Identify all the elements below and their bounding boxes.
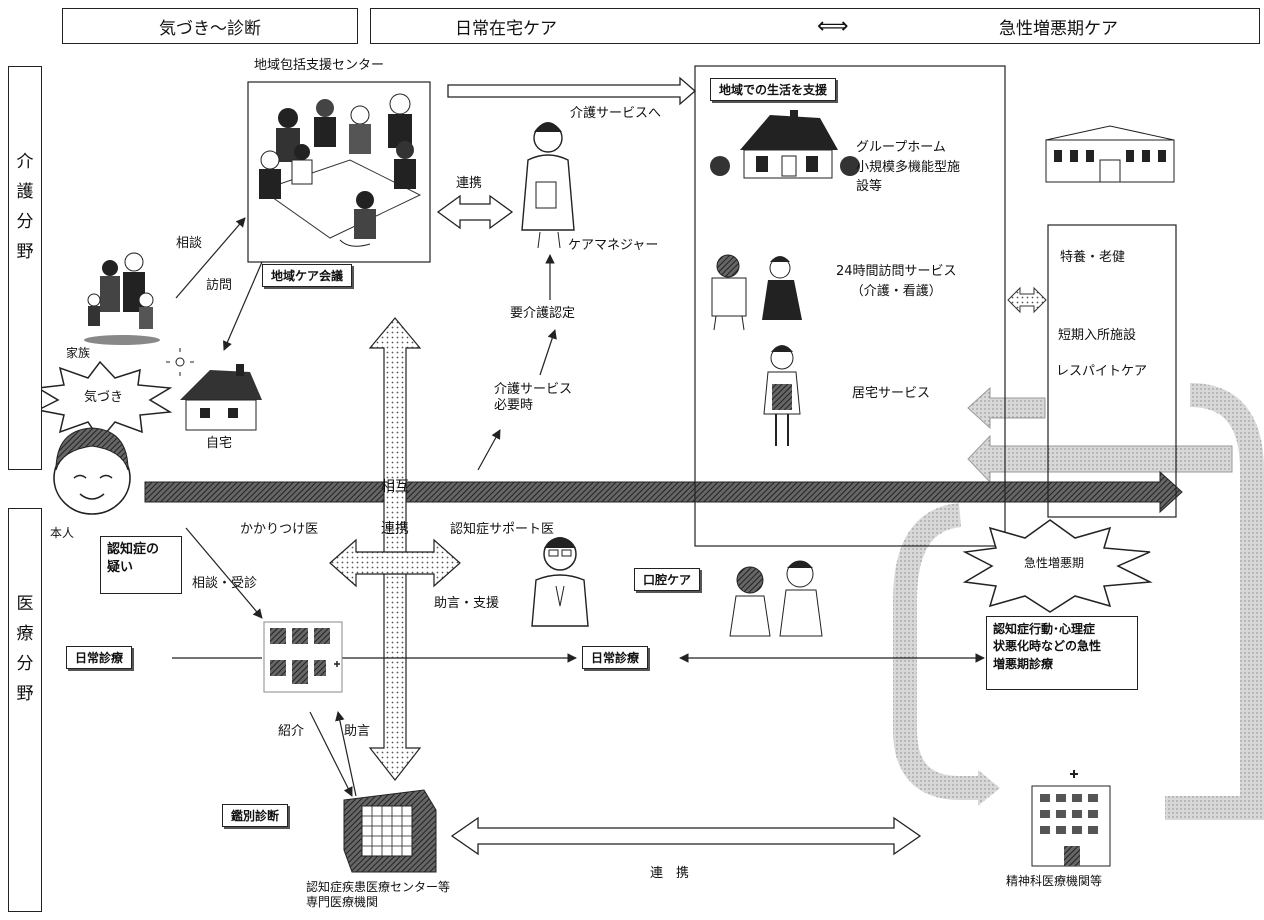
acute-care-text: 認知症行動･心理症 状悪化時などの急性 増悪期診療: [993, 622, 1102, 671]
phase-header-acute-label: 急性増悪期ケア: [999, 18, 1118, 39]
community-support-title: 地域での生活を支援: [710, 78, 837, 101]
acute-burst: [962, 519, 1153, 613]
home-label: 自宅: [206, 436, 233, 451]
respite-label: レスパイトケア: [1056, 364, 1148, 379]
home-service-label: 居宅サービス: [852, 386, 931, 401]
differential-diagnosis-label: 鑑別診断: [222, 804, 289, 827]
mutual-coop-label: 相互連携: [381, 479, 409, 537]
care-manager-label: ケアマネジャー: [568, 238, 659, 253]
visit-label: 訪問: [206, 278, 233, 293]
daily-care-mid-label: 日常診療: [582, 646, 649, 669]
coop-arrow-upper: [436, 194, 514, 230]
side-label-care-text: 介護分野: [16, 152, 34, 262]
need-arrow: [539, 329, 557, 376]
home-visit-illustration: [711, 254, 802, 331]
timeline-to-need-arrow: [477, 429, 501, 471]
visit-arrow: [223, 261, 263, 351]
referral-arrow: [309, 711, 353, 797]
medical-center-illustration: [343, 789, 437, 873]
phase-header-home-care: 日常在宅ケア ⟺ 急性増悪期ケア: [370, 8, 1260, 44]
acute-loop-inner-head: [978, 770, 1000, 806]
consult-arrow: [175, 217, 246, 299]
return-arrow-upper: [967, 386, 1046, 430]
visit24-label: 24時間訪問サービス （介護・看護）: [836, 264, 957, 299]
meeting-illustration: [247, 81, 431, 263]
phase-header-diagnosis: 気づき〜診断: [62, 8, 358, 44]
acute-loop-inner: [893, 503, 978, 800]
acute-care-box: 認知症行動･心理症 状悪化時などの急性 増悪期診療: [986, 616, 1138, 690]
referral-label: 紹介: [278, 724, 305, 739]
psychiatric-label: 精神科医療機関等: [1006, 874, 1103, 888]
facility-link-arrow: [1007, 286, 1047, 314]
phase-header-home-care-label: 日常在宅ケア: [455, 18, 557, 39]
when-needed-label: 介護サービス 必要時: [494, 382, 573, 414]
advice-support-label: 助言・支援: [434, 596, 500, 611]
mutual-arrow: [368, 317, 422, 781]
coop-arrow-bottom: [450, 816, 922, 856]
phase-double-arrow-icon: ⟺: [817, 13, 849, 39]
nursing-facility-label: 特養・老健: [1060, 250, 1126, 265]
suspected-dementia-text: 認知症の 疑い: [107, 542, 160, 575]
support-doctor-illustration: [531, 537, 589, 627]
oral-care-label: 口腔ケア: [634, 568, 701, 591]
side-label-medical: 医療分野: [8, 508, 42, 912]
acute-loop-outer: [1165, 383, 1264, 820]
advice-arrow: [335, 711, 357, 797]
acute-phase-label: 急性増悪期: [1024, 556, 1085, 570]
care-manager-figure: [521, 122, 575, 249]
support-doctor-label: 認知症サポート医: [450, 522, 555, 537]
to-service-label: 介護サービスへ: [570, 106, 662, 121]
medical-center-label: 認知症疾患医療センター等 専門医療機関: [306, 880, 451, 909]
coop-upper-label: 連携: [456, 176, 483, 191]
daily-care-left-label: 日常診療: [66, 646, 133, 669]
phase-header-diagnosis-label: 気づき〜診断: [159, 18, 261, 39]
to-service-arrow: [447, 76, 696, 106]
suspect-arrow: [185, 527, 263, 619]
advice-label: 助言: [344, 724, 371, 739]
family-label: 家族: [66, 346, 91, 360]
group-home-illustration: [710, 110, 860, 179]
cross-arrow: [329, 538, 461, 588]
home-illustration: [166, 348, 262, 431]
timeline-arrow: [144, 470, 1183, 514]
patient-label: 本人: [50, 526, 75, 540]
consult-label: 相談: [176, 236, 203, 251]
facility-box: [1047, 224, 1177, 518]
group-home-label: グループホーム 小規模多機能型施 設等: [856, 140, 961, 194]
community-meeting-label: 地域ケア会議: [262, 264, 353, 287]
consult-visit-label: 相談・受診: [192, 576, 258, 591]
oral-care-illustration: [729, 560, 823, 637]
awareness-label: 気づき: [84, 390, 124, 405]
facility-building-illustration: [1045, 125, 1175, 183]
certification-label: 要介護認定: [510, 306, 576, 321]
family-illustration: [84, 252, 160, 345]
community-center-label: 地域包括支援センター: [254, 58, 385, 73]
clinic-illustration: [263, 621, 343, 693]
gp-label: かかりつけ医: [240, 522, 319, 537]
home-service-figure: [763, 345, 801, 446]
suspected-dementia-box: 認知症の 疑い: [100, 536, 182, 594]
patient-illustration: [53, 427, 131, 515]
return-arrow-lower: [967, 434, 1233, 484]
psychiatric-hospital-illustration: [1031, 770, 1111, 867]
side-label-medical-text: 医療分野: [16, 594, 34, 704]
short-stay-label: 短期入所施設: [1058, 328, 1137, 343]
side-label-care: 介護分野: [8, 66, 42, 470]
coop-bottom-label: 連 携: [650, 866, 690, 881]
community-box: [694, 65, 1006, 547]
